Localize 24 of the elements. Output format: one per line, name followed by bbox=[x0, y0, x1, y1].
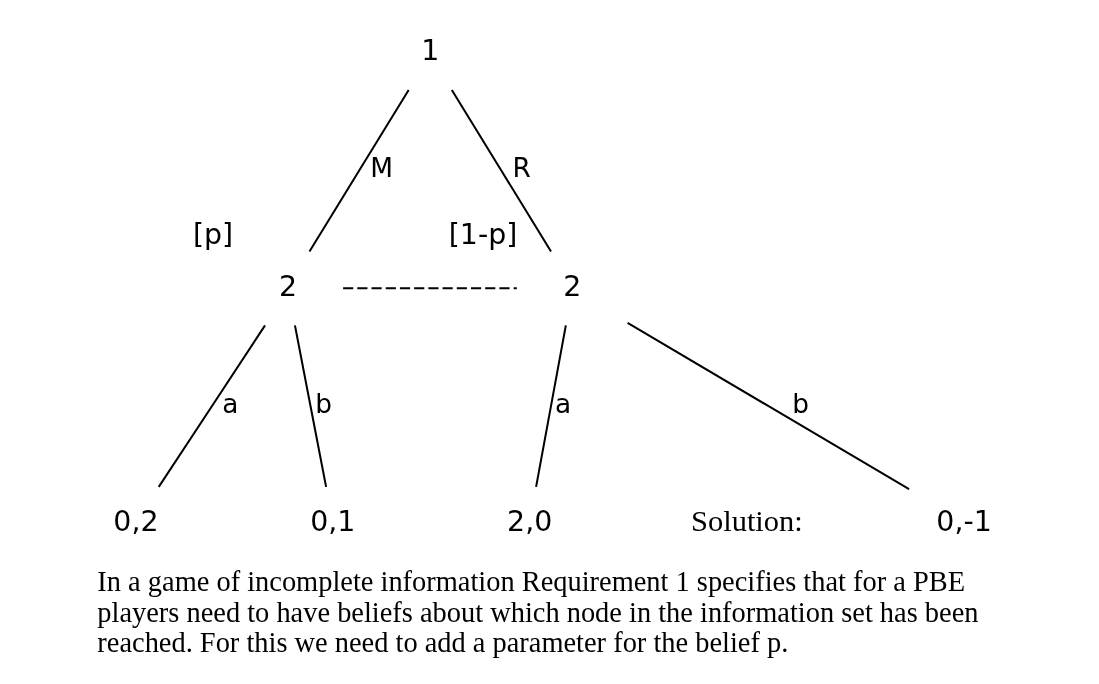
edge-label: b bbox=[791, 388, 809, 419]
node-label: [p] bbox=[192, 217, 233, 251]
node-text: 0,1 bbox=[309, 505, 355, 539]
edge-label: M bbox=[369, 153, 393, 184]
edge-label: a bbox=[221, 388, 238, 419]
label: Solution: bbox=[690, 503, 803, 538]
node-text: 0,2 bbox=[112, 505, 159, 539]
caption: In a game of incomplete information Requirement 1 specifies that for a PBE players need to have beliefs about which node in the information set has been reached. For this we need to add a parameter for the belief p. bbox=[96, 566, 978, 658]
connector bbox=[308, 89, 410, 252]
edge-label: b bbox=[314, 388, 332, 419]
connector bbox=[626, 322, 910, 490]
connector bbox=[157, 324, 266, 488]
edge-label: R bbox=[511, 153, 531, 184]
node-label: [1-p] bbox=[448, 217, 517, 251]
edge-label: a bbox=[554, 388, 571, 419]
connector bbox=[293, 325, 327, 488]
node-text: 2 bbox=[562, 269, 581, 303]
node-text: 2,0 bbox=[506, 505, 552, 539]
connector bbox=[342, 287, 517, 290]
connector bbox=[450, 89, 552, 252]
node-text: 2 bbox=[278, 269, 297, 303]
connector bbox=[534, 325, 567, 488]
node-text: 1 bbox=[420, 34, 439, 68]
node-text: 0,-1 bbox=[935, 505, 992, 539]
